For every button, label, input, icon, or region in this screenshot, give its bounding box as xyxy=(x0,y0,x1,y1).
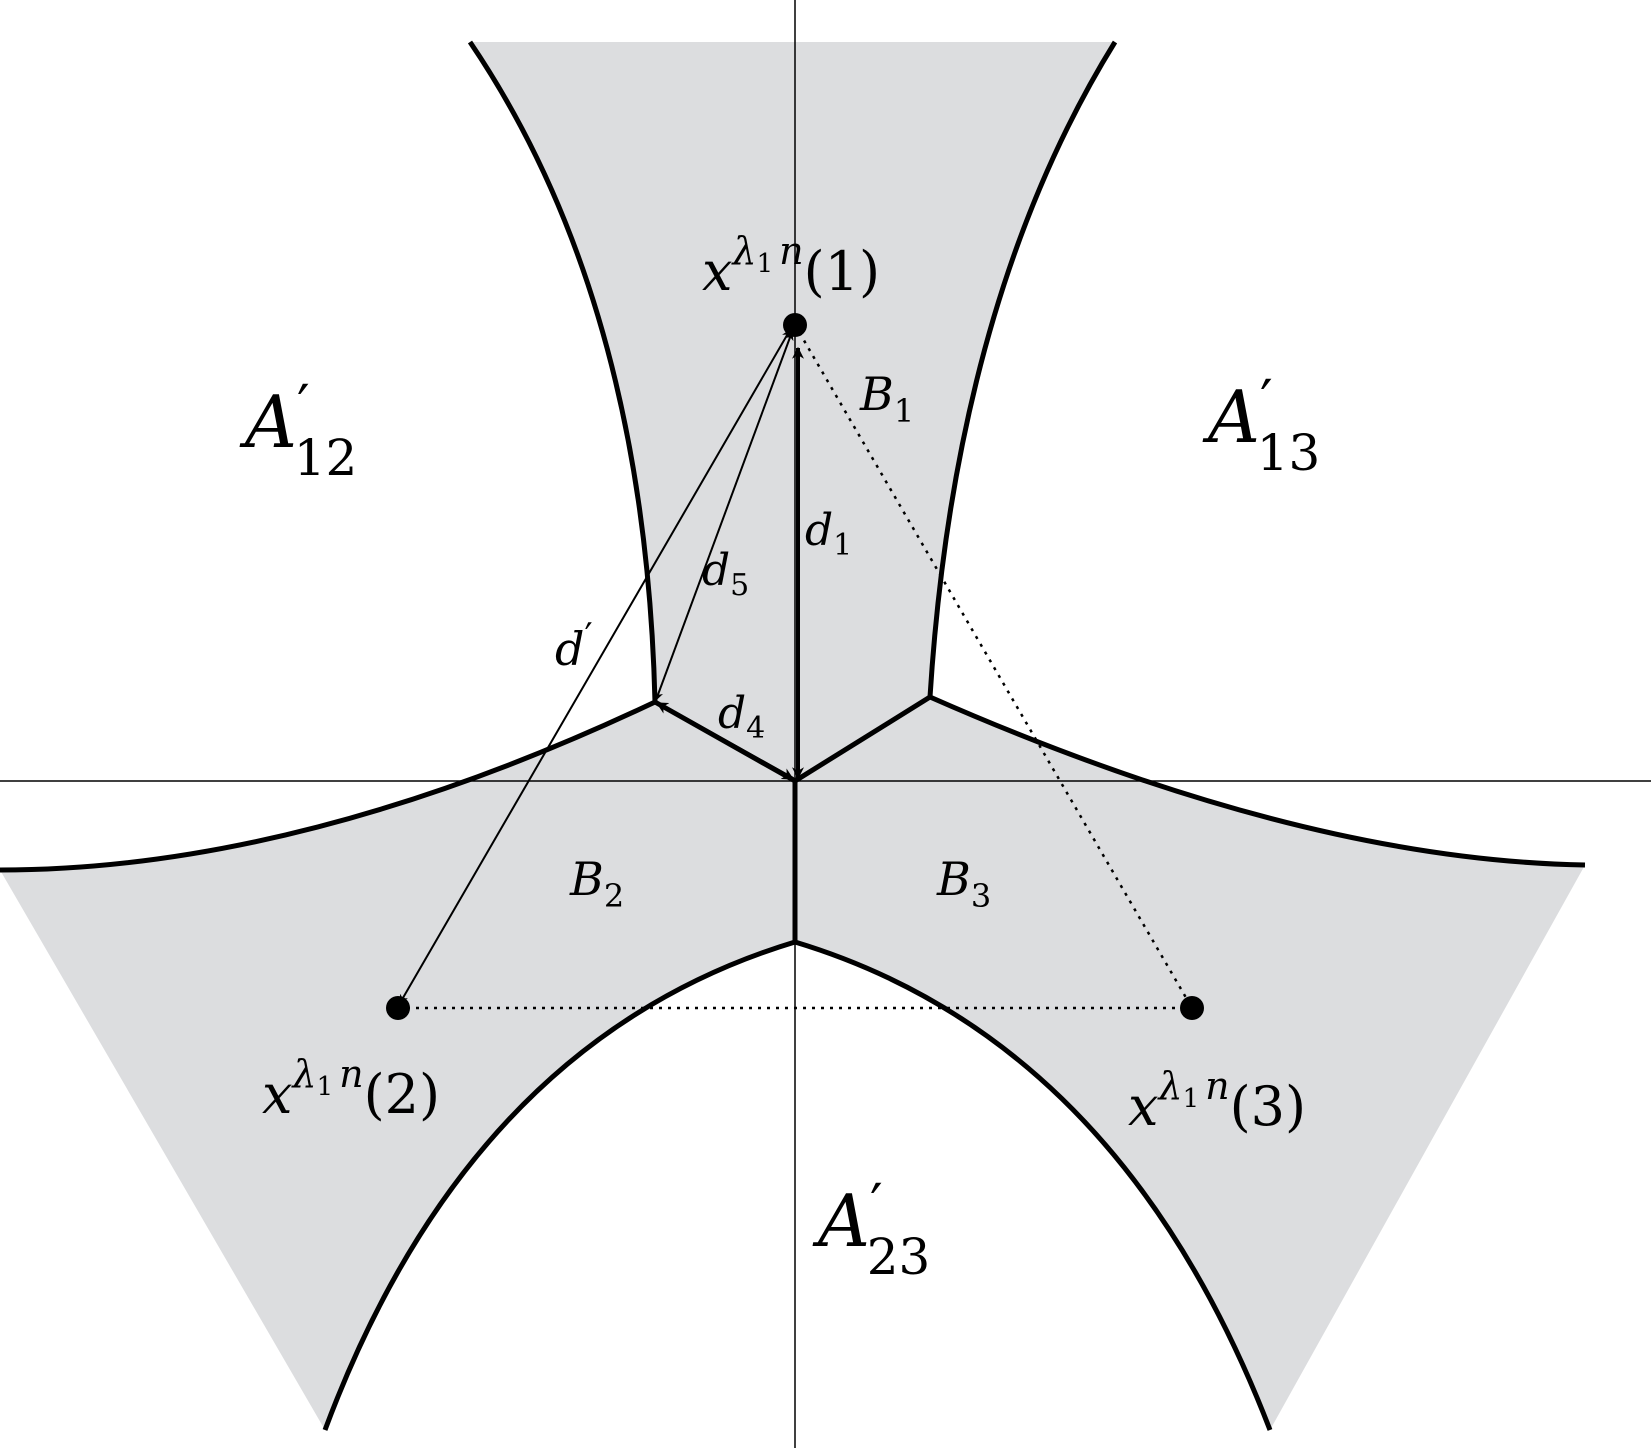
label-d5: d5 xyxy=(702,545,749,603)
point-3 xyxy=(1180,996,1204,1020)
point-1 xyxy=(783,313,807,337)
shaded-region-b3-right xyxy=(795,697,1585,1430)
label-d1: d1 xyxy=(805,505,852,563)
label-a13: A′13 xyxy=(1202,369,1320,482)
label-b2: B2 xyxy=(569,852,624,915)
point-2 xyxy=(386,996,410,1020)
label-a12: A′12 xyxy=(239,374,357,487)
boundary-center-right xyxy=(793,694,932,784)
boundary-right-horizontal xyxy=(928,694,1586,868)
label-b1: B1 xyxy=(859,367,914,430)
label-d4: d4 xyxy=(718,688,765,746)
label-a23: A′23 xyxy=(812,1173,930,1286)
label-dprime: d′ xyxy=(555,617,593,676)
label-b3: B3 xyxy=(936,852,991,915)
dotted-line-p1-p3 xyxy=(793,324,1194,1009)
boundary-bottom-right xyxy=(794,939,1273,1431)
arrow-dprime xyxy=(399,329,791,1004)
boundary-right-upper xyxy=(927,40,1118,698)
